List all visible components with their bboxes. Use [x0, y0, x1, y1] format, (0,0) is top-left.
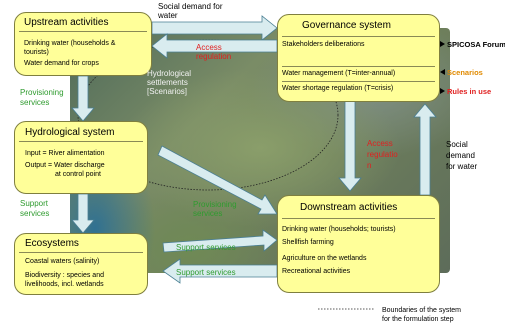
provisioning-services-mid-label: Provisioning services: [193, 200, 237, 218]
arrow-governance-to-upstream: [151, 33, 278, 59]
provisioning-services-left-label: Provisioning services: [20, 88, 64, 108]
provisioning-left-line-1: Provisioning: [20, 88, 64, 97]
boundary-legend-text: Boundaries of the system for the formula…: [382, 306, 461, 324]
ecosystems-title: Ecosystems: [25, 238, 79, 249]
arrow-hydro-downstream: [157, 145, 278, 215]
social-demand-top-label: Social demand for water: [158, 2, 222, 20]
access-right-line-3: n: [367, 161, 372, 170]
hydrological-line-1: Input = River alimentation: [25, 150, 105, 157]
support-left-line-2: services: [20, 209, 50, 218]
provisioning-mid-line-1: Provisioning: [193, 200, 237, 209]
access-right-line-2: regulatio: [367, 150, 398, 159]
downstream-title: Downstream activities: [300, 202, 398, 213]
access-right-line-1: Access: [367, 139, 393, 148]
arrowhead-rules: [440, 88, 445, 94]
hydrological-line-2: Output = Water discharge: [25, 162, 105, 169]
arrow-upstream-to-governance: [151, 15, 278, 41]
support-left-line-1: Support: [20, 199, 49, 208]
ecosystems-line-3: livelihoods, incl. wetlands: [25, 281, 104, 288]
rules-in-use-label: Rules in use: [447, 87, 492, 96]
downstream-line-3: Agriculture on the wetlands: [282, 255, 367, 262]
support-services-bottom-label: Support services: [176, 268, 236, 277]
hydrological-system-box: Hydrological system Input = River alimen…: [14, 121, 148, 194]
downstream-line-2: Shellfish farming: [282, 239, 334, 246]
access-top-line-2: regulation: [196, 52, 232, 61]
divider: [282, 81, 435, 82]
governance-system-box: Governance system Stakeholders deliberat…: [277, 14, 440, 102]
support-services-left-label: Support services: [20, 199, 49, 219]
provisioning-left-line-2: services: [20, 98, 50, 107]
divider: [19, 141, 143, 142]
governance-title: Governance system: [302, 20, 391, 31]
access-regulation-top-label: Access regulation: [196, 43, 231, 61]
arrowhead-scenarios: [440, 69, 445, 75]
ecosystems-box: Ecosystems Coastal waters (salinity) Bio…: [14, 233, 148, 295]
upstream-activities-box: Upstream activities Drinking water (hous…: [14, 12, 152, 76]
access-top-line-1: Access: [196, 43, 222, 52]
governance-row-1: Stakeholders deliberations: [282, 41, 365, 48]
social-right-line-1: Social: [446, 140, 468, 149]
divider: [19, 31, 147, 32]
arrow-hydro-ecosystems: [71, 193, 95, 234]
arrow-downstream-governance: [413, 103, 437, 196]
arrow-upstream-hydro: [71, 75, 95, 122]
hydro-settle-line-1: Hydrological: [147, 69, 192, 78]
divider: [19, 252, 143, 253]
hydro-settle-line-2: settlements: [147, 78, 188, 87]
boundary-line-2: for the formulation step: [382, 316, 454, 323]
arrowhead-forum: [440, 41, 445, 47]
governance-row-2: Water management (T=inter-annual): [282, 70, 396, 77]
governance-row-3: Water shortage regulation (T=crisis): [282, 85, 394, 92]
scenarios-label: Scenarios: [447, 68, 483, 77]
ecosystems-line-2: Biodiversity : species and: [25, 272, 104, 279]
social-right-line-3: for water: [446, 162, 478, 171]
upstream-line-1: Drinking water (households &: [24, 40, 116, 47]
social-demand-top-line-2: water: [158, 11, 178, 20]
access-regulation-right-label: Access regulatio n: [367, 138, 398, 171]
hydrological-title: Hydrological system: [25, 127, 115, 138]
provisioning-mid-line-2: services: [193, 209, 223, 218]
support-services-mid-label: Support services: [176, 243, 236, 252]
ecosystems-line-1: Coastal waters (salinity): [25, 258, 100, 265]
hydrological-settlements-label: Hydrological settlements [Scenarios]: [147, 69, 191, 96]
social-right-line-2: demand: [446, 151, 475, 160]
upstream-line-2: tourists): [24, 49, 49, 56]
divider: [282, 36, 435, 37]
divider: [282, 218, 435, 219]
hydro-settle-line-3: [Scenarios]: [147, 87, 188, 96]
social-demand-top-line-1: Social demand for: [158, 2, 223, 11]
arrow-eco-downstream-mid: [162, 229, 278, 253]
social-demand-right-label: Social demand for water: [446, 139, 477, 172]
upstream-title: Upstream activities: [24, 17, 109, 28]
hydrological-line-3: at control point: [55, 171, 101, 178]
divider: [282, 66, 435, 67]
upstream-line-3: Water demand for crops: [24, 60, 99, 67]
boundary-line-1: Boundaries of the system: [382, 307, 461, 314]
spicosa-forum-label: SPICOSA Forum: [447, 40, 505, 49]
arrow-governance-downstream: [338, 99, 362, 192]
downstream-activities-box: Downstream activities Drinking water (ho…: [277, 195, 440, 293]
downstream-line-1: Drinking water (households; tourists): [282, 226, 396, 233]
arrow-downstream-eco-bottom: [162, 258, 278, 284]
downstream-line-4: Recreational activities: [282, 268, 351, 275]
